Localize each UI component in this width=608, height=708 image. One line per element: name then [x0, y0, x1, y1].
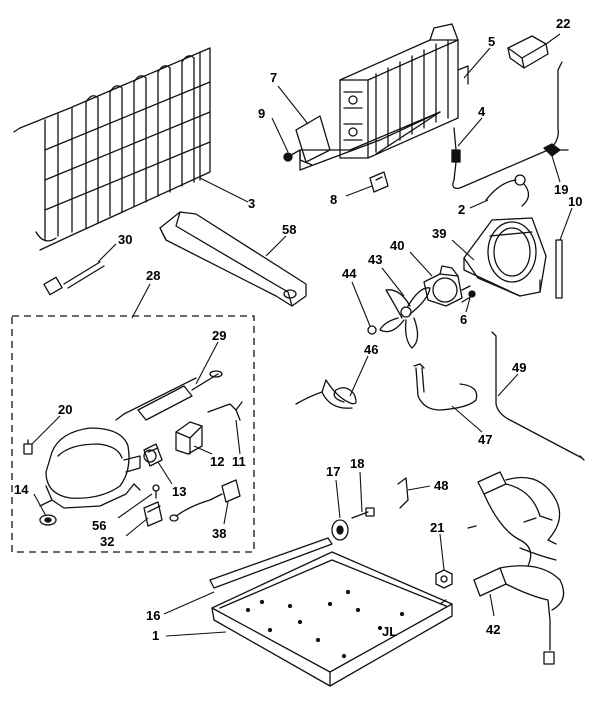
connector-19 — [543, 143, 569, 157]
callout-10: 10 — [568, 194, 582, 209]
nut-44 — [367, 325, 377, 335]
grommet-14 — [39, 514, 57, 526]
callout-49: 49 — [512, 360, 526, 375]
callout-46: 46 — [364, 342, 378, 357]
base-plate — [211, 551, 453, 687]
callout-21: 21 — [430, 520, 444, 535]
callout-11: 11 — [232, 454, 246, 469]
callout-12: 12 — [210, 454, 224, 469]
rod-49 — [491, 331, 585, 461]
callout-6: 6 — [460, 312, 467, 327]
callout-7: 7 — [270, 70, 277, 85]
callout-30: 30 — [118, 232, 132, 247]
callout-47: 47 — [478, 432, 492, 447]
callout-8: 8 — [330, 192, 337, 207]
evaporator-coil — [299, 23, 469, 171]
callout-1: 1 — [152, 628, 159, 643]
callout-39: 39 — [432, 226, 446, 241]
wire-38 — [169, 479, 241, 522]
callout-2: 2 — [458, 202, 465, 217]
drier-29 — [115, 370, 223, 421]
callout-29: 29 — [212, 328, 226, 343]
overload-13 — [143, 443, 163, 467]
callout-22: 22 — [556, 16, 570, 31]
duct-58 — [159, 211, 307, 307]
callout-48: 48 — [434, 478, 448, 493]
callout-17: 17 — [326, 464, 340, 479]
fan-blade-43 — [379, 287, 431, 349]
fan-motor-40 — [423, 265, 471, 307]
callout-14: 14 — [14, 482, 29, 497]
callout-13: 13 — [172, 484, 186, 499]
screw-20 — [23, 439, 33, 455]
compressor-kit-boundary — [11, 315, 255, 553]
callout-16: 16 — [146, 608, 160, 623]
fan-shroud-39 — [463, 217, 547, 297]
base-mark-text: JL — [382, 624, 397, 639]
callout-9: 9 — [258, 106, 265, 121]
clip-32 — [143, 501, 163, 527]
screw-9 — [283, 149, 301, 162]
rail-16 — [209, 537, 333, 589]
callout-28: 28 — [146, 268, 160, 283]
heater-bracket — [295, 115, 331, 163]
rod-48 — [397, 477, 409, 509]
nut-21 — [435, 569, 453, 589]
sensor-4 — [451, 61, 563, 189]
tube-46 — [295, 379, 357, 409]
relay-12 — [175, 421, 203, 455]
callout-56: 56 — [92, 518, 106, 533]
bolt-30 — [43, 261, 105, 296]
screw-56 — [152, 484, 160, 499]
callout-19: 19 — [554, 182, 568, 197]
callout-58: 58 — [282, 222, 296, 237]
callout-20: 20 — [58, 402, 72, 417]
clip-8 — [369, 171, 389, 193]
callout-40: 40 — [390, 238, 404, 253]
bolt-18 — [351, 507, 375, 519]
leader-lines — [31, 33, 573, 637]
screw-6 — [461, 290, 476, 303]
wire-11 — [207, 401, 243, 421]
bar-10 — [555, 239, 563, 299]
wire-harness-42 — [467, 471, 565, 665]
callout-42: 42 — [486, 622, 500, 637]
spacer-17 — [331, 519, 349, 541]
wire-2 — [485, 174, 530, 207]
callout-4: 4 — [478, 104, 486, 119]
condenser-coil — [13, 47, 211, 251]
drain-cap — [507, 35, 549, 69]
callout-labels: 22 5 7 9 4 3 8 19 2 10 58 30 39 40 28 43… — [14, 16, 582, 643]
callout-43: 43 — [368, 252, 382, 267]
callout-32: 32 — [100, 534, 114, 549]
tube-47 — [413, 363, 478, 411]
callout-44: 44 — [342, 266, 357, 281]
callout-3: 3 — [248, 196, 255, 211]
compressor — [39, 427, 157, 509]
callout-5: 5 — [488, 34, 495, 49]
callout-18: 18 — [350, 456, 364, 471]
callout-38: 38 — [212, 526, 226, 541]
